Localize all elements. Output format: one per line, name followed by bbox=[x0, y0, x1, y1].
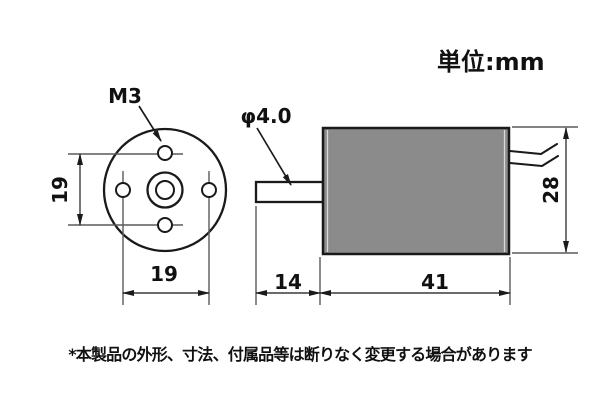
body-length-dim-label: 41 bbox=[421, 270, 449, 294]
mounting-hole-right bbox=[201, 182, 217, 198]
shaft-hole-circle bbox=[155, 180, 175, 200]
footer-note: *本製品の外形、寸法、付属品等は断りなく変更する場合があります bbox=[68, 345, 532, 364]
thread-size-label: M3 bbox=[108, 84, 142, 108]
front-horizontal-dim-label: 19 bbox=[150, 262, 178, 286]
mounting-hole-bottom bbox=[157, 217, 173, 233]
shaft-length-dim-label: 14 bbox=[274, 270, 302, 294]
motor-shaft bbox=[254, 180, 325, 204]
shaft-diameter-leader-arrow bbox=[256, 127, 292, 186]
side-view: φ4.0 14 41 28 bbox=[240, 104, 578, 305]
lead-wire-bottom bbox=[508, 154, 560, 168]
mounting-hole-left bbox=[115, 182, 131, 198]
body-height-dim-label: 28 bbox=[539, 176, 563, 204]
motor-body bbox=[321, 126, 511, 256]
shaft-diameter-label: φ4.0 bbox=[240, 104, 291, 128]
lead-wire-top bbox=[508, 142, 559, 156]
unit-label: 単位:mm bbox=[437, 48, 545, 76]
front-vertical-dim-label: 19 bbox=[48, 176, 72, 204]
front-view: M3 19 19 bbox=[48, 84, 228, 305]
thread-leader-arrow bbox=[138, 105, 162, 142]
mounting-hole-top bbox=[157, 145, 173, 161]
